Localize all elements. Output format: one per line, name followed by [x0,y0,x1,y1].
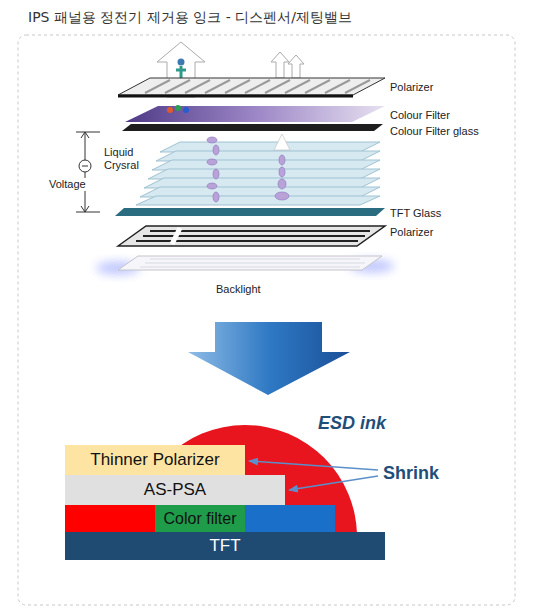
layer-box: Thinner Polarizer [65,445,245,475]
layer-box: Color filter [155,505,245,532]
part-label: Voltage [48,178,87,191]
part-label: Liquid Crysral [104,146,152,172]
backlight [96,256,394,275]
colour-filter [122,105,385,131]
liquid-crystal-layer [136,142,380,205]
title: IPS 패널용 정전기 제거용 잉크 - 디스펜서/제팅밸브 [28,9,352,27]
ink-label: ESD ink [318,413,386,435]
shrink-leader [289,476,378,490]
part-label: Colour Filter [390,109,450,122]
layer-label: TFT [209,536,240,556]
layer-box: TFT [65,532,385,560]
voltage-bracket [76,132,100,212]
top-polarizer [118,78,385,96]
layer-label: AS-PSA [144,480,206,500]
blue-filter [245,505,335,532]
layer-label: Color filter [164,510,237,528]
tft-glass [115,208,385,216]
part-label: Polarizer [390,226,433,239]
lower-polarizer [118,226,385,246]
part-label: Backlight [216,283,261,296]
lc-molecules [207,134,290,202]
part-label: Polarizer [390,81,433,94]
layer-label: Thinner Polarizer [90,450,219,470]
red-filter [65,505,155,532]
part-label: Colour Filter glass [390,125,479,138]
down-arrow [188,322,350,395]
shrink-leader [249,461,378,470]
dashed-frame [18,35,515,605]
layer-box: AS-PSA [65,475,285,505]
part-label: TFT Glass [390,207,441,220]
shrink-label: Shrink [383,463,439,485]
